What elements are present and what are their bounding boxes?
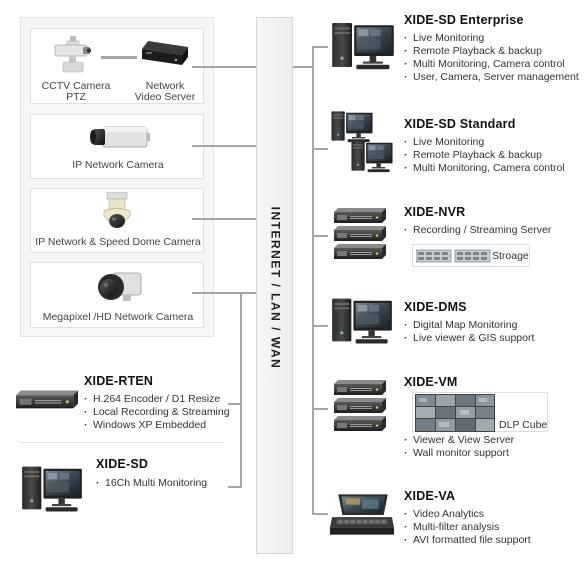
workstation-icon [350, 138, 394, 174]
feature-item: AVI formatted file support [404, 534, 531, 547]
rten-features: H.264 Encoder / D1 Resize Local Recordin… [84, 393, 230, 432]
nvr-features: Recording / Streaming Server [404, 224, 551, 237]
vm-features: Viewer & View Server Wall monitor suppor… [404, 434, 514, 460]
console-monitor-icon [330, 492, 394, 536]
hd-camera-icon [93, 269, 145, 305]
branch-standard [312, 148, 328, 150]
cctv-nvs-card: CCTV Camera PTZ Network Video Server [30, 28, 204, 104]
video-wall-icon [415, 394, 495, 432]
feature-item: Windows XP Embedded [84, 419, 230, 432]
va-features: Video Analytics Multi-filter analysis AV… [404, 508, 531, 547]
nvs-sublabel: Video Server [134, 91, 196, 103]
link-dome-bus [192, 218, 257, 220]
rack-server-icon [334, 208, 386, 224]
dlp-cube-label: DLP Cube [499, 419, 548, 431]
feature-item: Multi Monitoring, Camera control [404, 58, 579, 71]
dms-title: XIDE-DMS [404, 300, 467, 314]
feature-item: Wall monitor support [404, 447, 514, 460]
dms-features: Digital Map Monitoring Live viewer & GIS… [404, 319, 534, 345]
branch-vm [312, 408, 328, 410]
link-sd [228, 486, 241, 488]
va-title: XIDE-VA [404, 489, 456, 503]
branch-nvr [312, 235, 328, 237]
dome-camera-icon [99, 192, 135, 232]
link-nvs-bus [192, 66, 257, 68]
cctv-camera-label: CCTV Camera [41, 80, 111, 92]
right-trunk [312, 46, 314, 514]
workstation-icon [330, 294, 394, 346]
feature-item: Recording / Streaming Server [404, 224, 551, 237]
video-server-icon [140, 39, 190, 69]
ip-camera-card: IP Network Camera [30, 114, 204, 179]
storage-array-icon [416, 249, 492, 263]
dlp-cube-box: DLP Cube [412, 392, 548, 432]
ip-camera-label: IP Network Camera [72, 159, 164, 171]
feature-item: 16Ch Multi Monitoring [96, 477, 207, 490]
workstation-icon [330, 18, 396, 72]
branch-enterprise [312, 46, 328, 48]
feature-item: Local Recording & Streaming [84, 406, 230, 419]
feature-item: Viewer & View Server [404, 434, 514, 447]
camera-sources-panel: CCTV Camera PTZ Network Video Server IP … [20, 17, 214, 337]
feature-item: Live Monitoring [404, 32, 579, 45]
enterprise-features: Live Monitoring Remote Playback & backup… [404, 32, 579, 84]
workstation-icon [20, 462, 84, 514]
feature-item: User, Camera, Server management [404, 71, 579, 84]
network-bus: INTERNET / LAN / WAN [256, 17, 293, 554]
divider [20, 442, 224, 443]
storage-box: Stroage [412, 244, 530, 267]
rack-server-icon [334, 244, 386, 260]
nvr-title: XIDE-NVR [404, 205, 466, 219]
cctv-camera-sublabel: PTZ [66, 91, 86, 103]
feature-item: Remote Playback & backup [404, 149, 565, 162]
rack-server-icon [334, 380, 386, 396]
feature-item: Remote Playback & backup [404, 45, 579, 58]
hd-camera-label: Megapixel /HD Network Camera [42, 311, 194, 323]
link-left-vertical [240, 292, 242, 488]
cctv-nvs-link [101, 56, 137, 59]
rack-server-icon [334, 416, 386, 432]
feature-item: H.264 Encoder / D1 Resize [84, 393, 230, 406]
storage-label: Stroage [492, 250, 529, 262]
rack-server-icon [334, 398, 386, 414]
nvs-label: Network [145, 80, 185, 92]
standard-title: XIDE-SD Standard [404, 117, 516, 131]
feature-item: Live viewer & GIS support [404, 332, 534, 345]
sd-features: 16Ch Multi Monitoring [96, 477, 207, 490]
vm-title: XIDE-VM [404, 375, 458, 389]
feature-item: Video Analytics [404, 508, 531, 521]
link-bus-trunk [293, 66, 313, 68]
speed-dome-label: IP Network & Speed Dome Camera [35, 236, 201, 248]
ptz-camera-icon [53, 36, 93, 74]
speed-dome-card: IP Network & Speed Dome Camera [30, 188, 204, 253]
network-bus-label: INTERNET / LAN / WAN [268, 206, 283, 370]
sd-title: XIDE-SD [96, 457, 149, 471]
branch-va [312, 513, 328, 515]
feature-item: Multi-filter analysis [404, 521, 531, 534]
rack-server-icon [16, 390, 78, 410]
link-hdcam-bus [192, 292, 257, 294]
branch-dms [312, 325, 328, 327]
standard-features: Live Monitoring Remote Playback & backup… [404, 136, 565, 175]
link-rten [228, 403, 241, 405]
hd-camera-card: Megapixel /HD Network Camera [30, 262, 204, 328]
feature-item: Digital Map Monitoring [404, 319, 534, 332]
rten-title: XIDE-RTEN [84, 374, 154, 388]
enterprise-title: XIDE-SD Enterprise [404, 13, 524, 27]
box-camera-icon [89, 123, 151, 153]
feature-item: Multi Monitoring, Camera control [404, 162, 565, 175]
feature-item: Live Monitoring [404, 136, 565, 149]
rack-server-icon [334, 226, 386, 242]
link-ipcam-bus [192, 145, 257, 147]
